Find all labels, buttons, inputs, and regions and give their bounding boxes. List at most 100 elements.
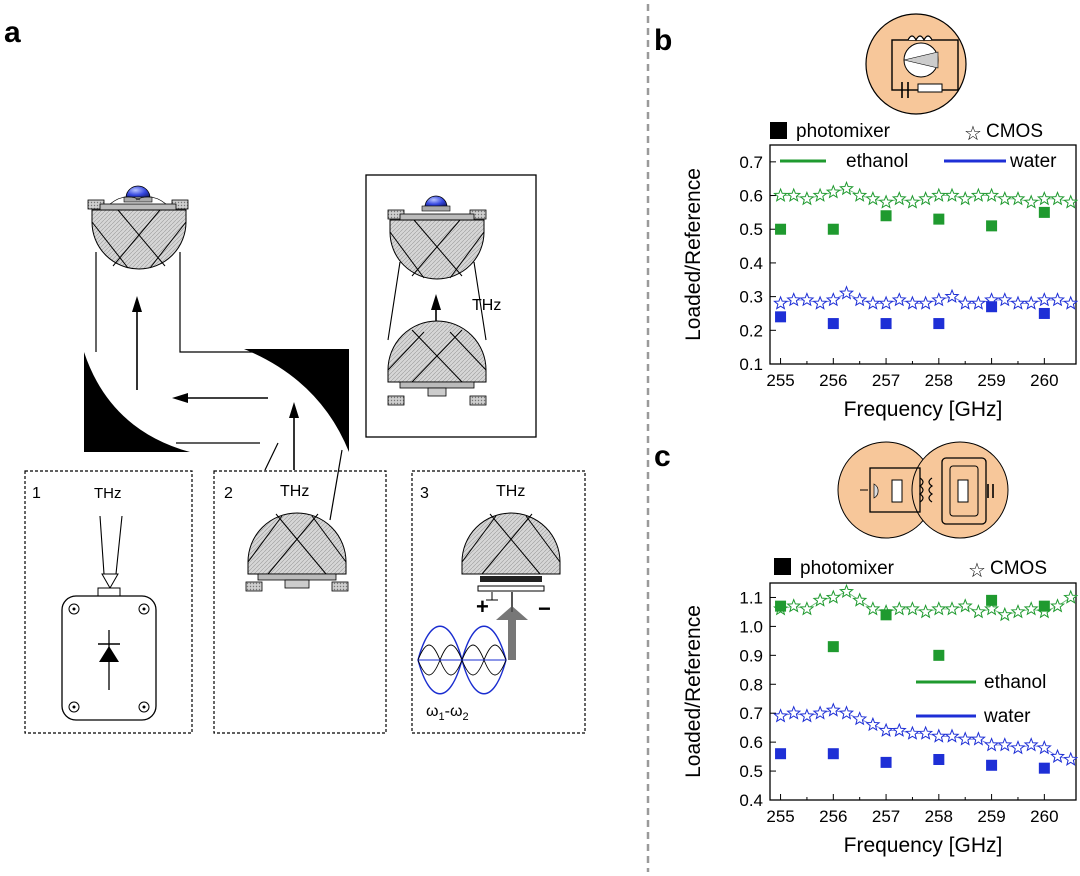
panel-b-inset-icon [865,13,967,115]
cmos-star-ethanol [1036,191,1052,206]
cmos-star-ethanol [825,184,841,199]
cmos-star-water [970,295,986,310]
y-tick-label-b: 0.4 [739,254,763,273]
cmos-star-ethanol [838,583,855,598]
cmos-star-water [1063,295,1079,310]
photomixer-square-water [880,756,892,768]
cmos-star-water [865,716,881,732]
cmos-star-water [904,295,920,310]
cmos-star-water [904,725,920,740]
cmos-star-water [1023,295,1039,310]
cmos-star-water [997,737,1013,752]
cmos-star-ethanol [984,187,1000,202]
cmos-star-water [1010,295,1026,310]
mirror-right [244,349,349,452]
x-tick-label-c: 256 [819,807,847,826]
cmos-star-water [918,725,934,740]
cmos-star-ethanol [957,598,973,613]
box-3-number: 3 [420,485,429,502]
cmos-star-ethanol [1050,191,1065,206]
cmos-star-water [970,731,986,746]
cmos-star-ethanol [891,601,907,616]
legend-ethanol-label-b: ethanol [846,151,908,172]
cmos-star-ethanol [1023,601,1039,616]
x-tick-label-c: 255 [766,807,794,826]
y-tick-label-c: 1.0 [739,617,763,636]
x-tick-label-c: 260 [1030,807,1058,826]
x-tick-label-b: 260 [1030,371,1058,390]
photomixer-square-ethanol [827,641,839,653]
legend-photomixer-square [770,122,787,139]
y-tick-label-b: 0.1 [739,355,763,374]
cmos-star-water [812,705,828,720]
legend-b: photomixer ☆ CMOS [770,121,1043,145]
cmos-star-ethanol [1010,191,1026,206]
photomixer-square-water [827,748,839,760]
cmos-star-ethanol [852,592,868,607]
inset-bottom-lens [387,320,487,406]
legend-c-photomixer: photomixer [800,558,895,579]
photomixer-square-ethanol [1038,206,1050,218]
cmos-star-water [799,292,815,307]
omega-diff-label: ω1-ω2 [426,703,469,723]
cmos-star-ethanol [970,603,986,619]
cmos-star-ethanol [904,601,920,616]
cmos-star-water [1023,737,1039,752]
photomixer-square-ethanol [986,220,998,232]
y-axis-title-b: Loaded/Reference [682,168,705,341]
x-tick-label-b: 258 [925,371,953,390]
top-lens-assembly [87,185,189,270]
photomixer-square-water [1038,762,1050,774]
y-tick-label-b: 0.6 [739,187,763,206]
cmos-star-water [852,711,868,726]
y-tick-label-b: 0.5 [739,220,763,239]
panel-c-inset-icon [837,441,1009,539]
x-tick-label-c: 257 [872,807,900,826]
cmos-star-ethanol [812,187,828,202]
cmos-star-ethanol [1063,194,1079,209]
cmos-star-water [878,295,894,310]
y-tick-label-c: 0.9 [739,646,763,665]
cmos-star-water [891,292,907,307]
photomixer-square-water [933,318,945,330]
legend-ethanol-label-c: ethanol [984,672,1046,693]
inset-thz-label: THz [472,297,501,314]
cmos-star-water [918,295,934,310]
cmos-star-ethanol [786,598,802,613]
x-tick-label-b: 256 [819,371,847,390]
y-tick-label-c: 0.8 [739,675,763,694]
cmos-star-ethanol [812,592,828,607]
y-tick-label-c: 0.4 [739,791,763,810]
x-tick-label-b: 257 [872,371,900,390]
photomixer-square-water [775,748,787,760]
x-axis-title-c: Frequency [GHz] [844,834,1003,857]
cmos-star-water [931,728,947,743]
cmos-star-ethanol [944,601,960,616]
legend-c-star-icon: ☆ [968,560,986,582]
transmission-inset-box [365,174,537,438]
mirror-left [84,352,190,452]
plot-frame-c [769,582,1077,801]
x-tick-label-c: 258 [925,807,953,826]
cmos-star-ethanol [904,194,920,209]
legend-c-photomixer-square [774,558,791,575]
cmos-star-ethanol [918,191,934,206]
cmos-star-ethanol [773,187,789,202]
cmos-star-water [812,295,828,310]
cmos-star-ethanol [970,187,986,202]
photomixer-square-ethanol [775,600,787,612]
panel-a-schematic: THz 1 THz 2 THz [24,174,586,734]
box-3-lens [461,512,561,601]
cmos-star-ethanol [984,601,1000,616]
cmos-star-ethanol [997,606,1013,622]
photomixer-square-water [933,753,945,765]
y-tick-label-b: 0.3 [739,288,763,307]
photomixer-square-ethanol [827,223,839,235]
cmos-star-water [1063,751,1079,766]
photomixer-square-water [986,759,998,771]
cmos-star-water [1036,292,1052,307]
cmos-star-water [984,737,1000,752]
cmos-star-water [891,722,907,737]
